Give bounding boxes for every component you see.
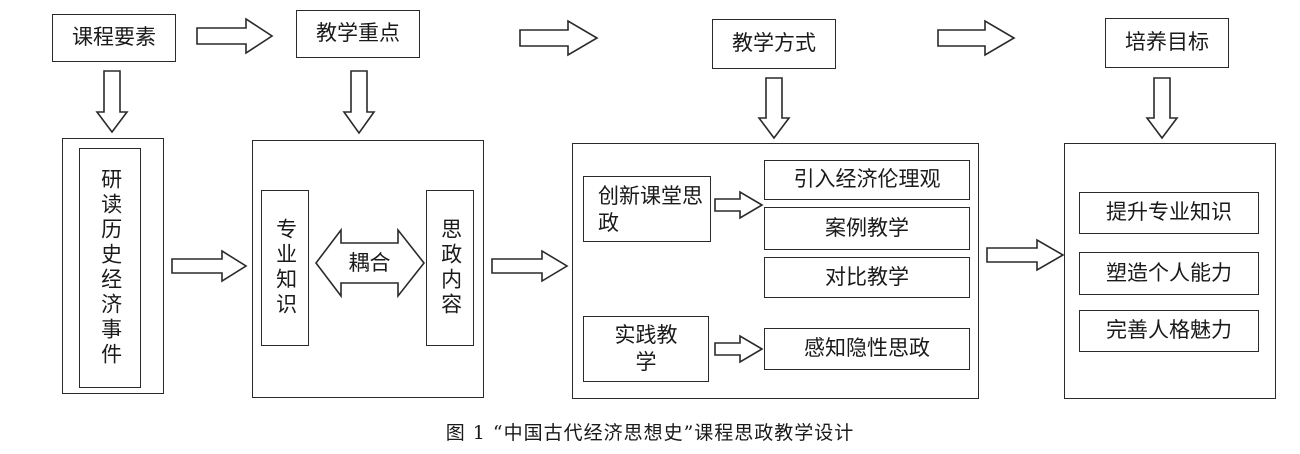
- study-historical-events: 研读历史经济事件: [79, 148, 141, 388]
- arrow-right-icon: [986, 238, 1065, 272]
- column-teaching-method: [572, 143, 979, 399]
- arrow-right-icon: [519, 19, 599, 57]
- practice-teaching: 实践教学: [583, 316, 709, 382]
- arrow-down-icon: [1145, 77, 1179, 140]
- double-arrow-icon: [314, 227, 426, 299]
- arrow-down-icon: [757, 77, 791, 140]
- arrow-right-icon: [714, 190, 764, 220]
- arrow-down-icon: [342, 70, 376, 135]
- ideological-content: 思政内容: [426, 190, 474, 346]
- goal-perfect-personality: 完善人格魅力: [1079, 310, 1259, 352]
- header-course-elements: 课程要素: [52, 14, 176, 62]
- arrow-right-icon: [171, 249, 248, 283]
- coupling-label: 耦合: [348, 251, 391, 275]
- arrow-right-icon: [714, 334, 764, 364]
- arrow-right-icon: [196, 17, 274, 55]
- professional-knowledge: 专业知识: [261, 190, 309, 346]
- column-training-goal: [1064, 143, 1276, 399]
- figure-caption: 图 1 “中国古代经济思想史”课程思政教学设计: [445, 422, 855, 444]
- arrow-down-icon: [95, 70, 129, 134]
- header-teaching-focus: 教学重点: [296, 10, 420, 58]
- column-teaching-focus: [252, 140, 484, 398]
- goal-improve-knowledge: 提升专业知识: [1079, 192, 1259, 234]
- arrow-right-icon: [937, 19, 1016, 57]
- arrow-right-icon: [491, 249, 569, 283]
- result-case-teaching: 案例教学: [764, 207, 970, 250]
- column-course-elements: [62, 138, 164, 394]
- result-implicit-ideology: 感知隐性思政: [764, 328, 970, 370]
- header-training-goal: 培养目标: [1105, 18, 1229, 68]
- goal-shape-ability: 塑造个人能力: [1079, 252, 1259, 295]
- result-ethics: 引入经济伦理观: [764, 160, 970, 200]
- header-teaching-method: 教学方式: [712, 19, 836, 69]
- result-comparative-teaching: 对比教学: [764, 257, 970, 298]
- innovative-class-ideology: 创新课堂思政: [583, 176, 711, 242]
